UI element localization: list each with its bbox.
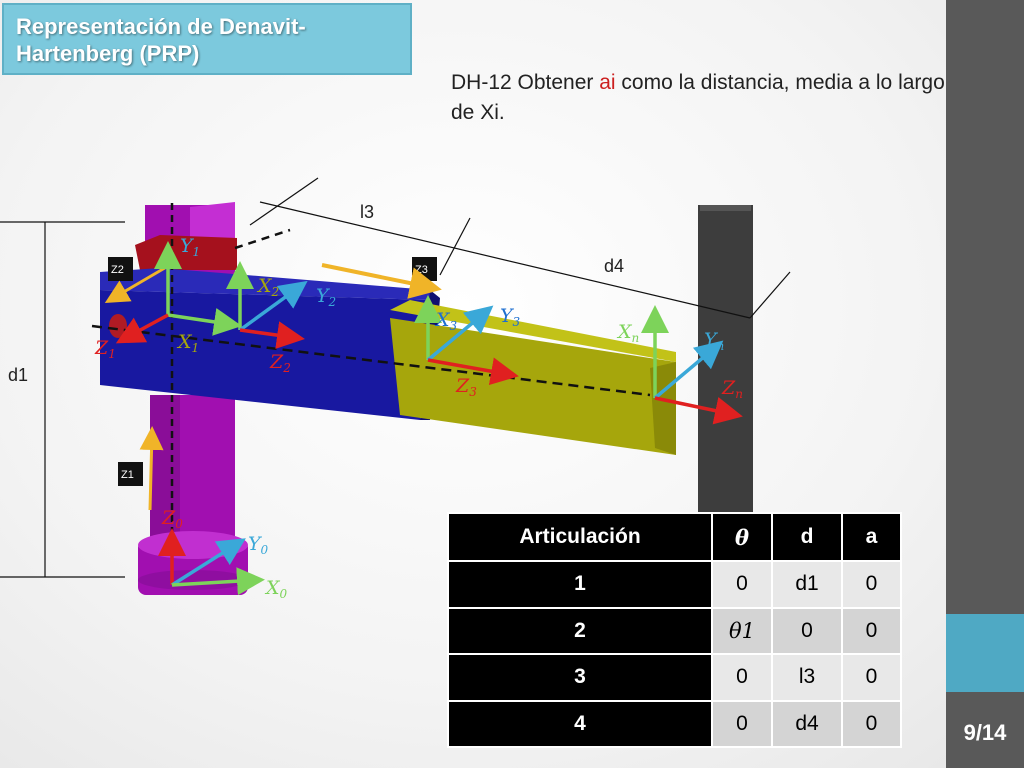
joint-tag-z2: Z2 xyxy=(108,257,133,281)
axis-label-x0: X0 xyxy=(264,577,288,601)
axis-label-x1: X1 xyxy=(176,331,199,355)
dimension-lines xyxy=(0,177,791,578)
row-d: d1 xyxy=(771,560,843,609)
wall-block xyxy=(698,205,753,515)
axis-label-x3: X3 xyxy=(434,309,458,333)
instruction-suffix: como la distancia, media a lo largo de X… xyxy=(451,71,945,124)
header-joint: Articulación xyxy=(447,512,713,562)
robot-diagram: l3 d4 d1 Z2 Z3 Z1 xyxy=(0,177,791,601)
instruction-text: DH-12 Obtener ai como la distancia, medi… xyxy=(451,68,946,128)
axis-label-z0: Z0 xyxy=(161,507,183,531)
row-joint: 1 xyxy=(447,560,713,609)
axis-labels: Y1 X1 Z1 X2 Y2 Z2 X3 Y3 Z3 Xn Yn Zn Z0 Y… xyxy=(94,235,743,601)
axis-label-z1: Z1 xyxy=(94,337,116,361)
row-theta: 0 xyxy=(711,653,773,702)
slide-title: Representación de Denavit-Hartenberg (PR… xyxy=(2,3,412,75)
axis-label-y1: Y1 xyxy=(180,235,200,259)
table-row: 4 0 d4 0 xyxy=(447,699,902,748)
table-header-row: Articulación θ d a xyxy=(447,512,902,562)
row-theta: 0 xyxy=(711,699,773,748)
table-row: 2 θ1 0 0 xyxy=(447,606,902,655)
table-row: 3 0 l3 0 xyxy=(447,653,902,702)
dimension-label-d4: d4 xyxy=(604,256,624,276)
table-row: 1 0 d1 0 xyxy=(447,560,902,609)
dimension-label-l3: l3 xyxy=(360,202,374,222)
dimension-label-d1: d1 xyxy=(8,365,28,385)
dh-parameter-table: Articulación θ d a 1 0 d1 0 2 θ1 0 0 3 0… xyxy=(447,512,902,748)
axis-label-z2: Z2 xyxy=(269,351,291,375)
instruction-highlight: ai xyxy=(599,71,616,94)
axis-label-z3: Z3 xyxy=(455,375,477,399)
row-d: d4 xyxy=(771,699,843,748)
row-joint: 2 xyxy=(447,606,713,655)
joint-tag-z1-label: Z1 xyxy=(121,469,134,481)
row-a: 0 xyxy=(841,560,902,609)
frame-2-axes xyxy=(226,261,308,349)
frame-1-axes xyxy=(115,241,242,344)
row-theta: 0 xyxy=(711,560,773,609)
axis-label-yn: Yn xyxy=(704,329,724,353)
prismatic-arrow-z1 xyxy=(139,426,164,511)
axis-label-y2: Y2 xyxy=(316,285,336,309)
axis-label-x2: X2 xyxy=(256,275,279,299)
header-d: d xyxy=(771,512,843,562)
axis-label-zn: Zn xyxy=(721,377,743,401)
row-theta: θ1 xyxy=(711,606,773,655)
row-joint: 3 xyxy=(447,653,713,702)
row-d: 0 xyxy=(771,606,843,655)
axis-label-y0: Y0 xyxy=(248,533,269,557)
prismatic-arrow-z3 xyxy=(321,263,442,299)
joint-tag-z2-label: Z2 xyxy=(111,264,124,276)
row-joint: 4 xyxy=(447,699,713,748)
frame-3-axes xyxy=(414,295,519,386)
row-a: 0 xyxy=(841,699,902,748)
joint-tag-z3: Z3 xyxy=(412,257,437,281)
frame-n-axes xyxy=(641,305,743,425)
frame-0-axes xyxy=(158,528,265,596)
row-a: 0 xyxy=(841,653,902,702)
instruction-prefix: DH-12 Obtener xyxy=(451,71,600,94)
row-a: 0 xyxy=(841,606,902,655)
row-d: l3 xyxy=(771,653,843,702)
axis-label-xn: Xn xyxy=(616,321,639,345)
page-number: 9/14 xyxy=(963,720,1007,745)
joint-tag-z3-label: Z3 xyxy=(415,264,428,276)
joint-tag-z1: Z1 xyxy=(118,462,143,486)
header-a: a xyxy=(841,512,902,562)
right-accent-block xyxy=(946,614,1024,692)
axis-label-y3: Y3 xyxy=(500,305,521,329)
header-theta: θ xyxy=(711,512,773,562)
base-column xyxy=(138,395,248,595)
